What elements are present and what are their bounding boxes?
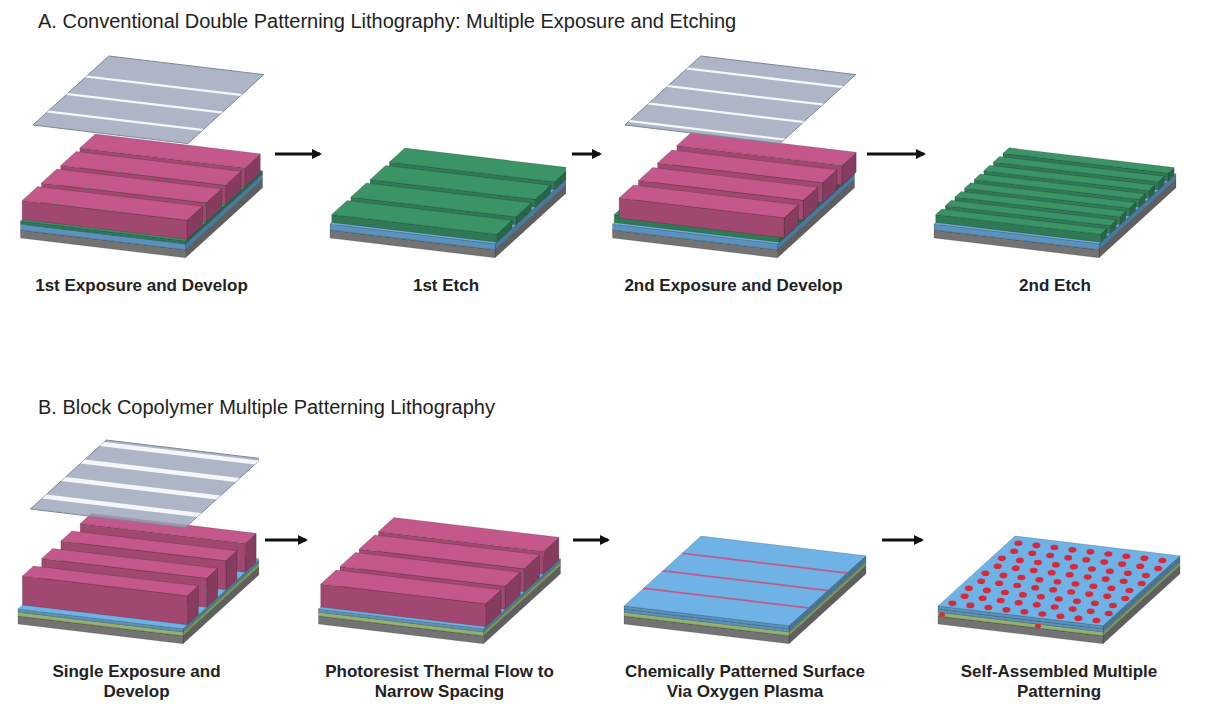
- section-heading: B. Block Copolymer Multiple Patterning L…: [38, 396, 495, 419]
- process-step: 2nd Etch: [930, 36, 1180, 296]
- wafer-illustration: [312, 422, 567, 658]
- step-caption: 2nd Etch: [930, 276, 1180, 296]
- wafer-illustration: [14, 422, 259, 658]
- process-arrow: [275, 153, 320, 156]
- wafer-illustration: [930, 36, 1180, 272]
- step-caption: 1st Etch: [326, 276, 566, 296]
- step-caption: Self-Assembled Multiple Patterning: [934, 662, 1184, 702]
- wafer-illustration: [606, 36, 861, 272]
- process-step: 1st Etch: [326, 36, 566, 296]
- step-caption: Photoresist Thermal Flow to Narrow Spaci…: [315, 662, 565, 702]
- step-caption: 2nd Exposure and Develop: [606, 276, 861, 296]
- wafer-illustration: [614, 422, 876, 658]
- wafer-illustration: [326, 36, 566, 272]
- process-step: Self-Assembled Multiple Patterning: [928, 422, 1190, 702]
- process-step: Chemically Patterned Surface Via Oxygen …: [614, 422, 876, 702]
- process-step: Single Exposure and Develop: [14, 422, 259, 702]
- process-arrow: [573, 539, 608, 542]
- step-caption: 1st Exposure and Develop: [14, 276, 269, 296]
- section-heading: A. Conventional Double Patterning Lithog…: [38, 10, 736, 33]
- step-caption: Chemically Patterned Surface Via Oxygen …: [614, 662, 876, 702]
- process-arrow: [882, 539, 922, 542]
- process-arrow: [572, 153, 600, 156]
- wafer-illustration: [14, 36, 269, 272]
- process-arrow: [265, 539, 306, 542]
- wafer-illustration: [928, 422, 1190, 658]
- process-arrow: [867, 153, 924, 156]
- process-step: Photoresist Thermal Flow to Narrow Spaci…: [312, 422, 567, 702]
- step-caption: Single Exposure and Develop: [37, 662, 237, 702]
- process-step: 1st Exposure and Develop: [14, 36, 269, 296]
- process-step: 2nd Exposure and Develop: [606, 36, 861, 296]
